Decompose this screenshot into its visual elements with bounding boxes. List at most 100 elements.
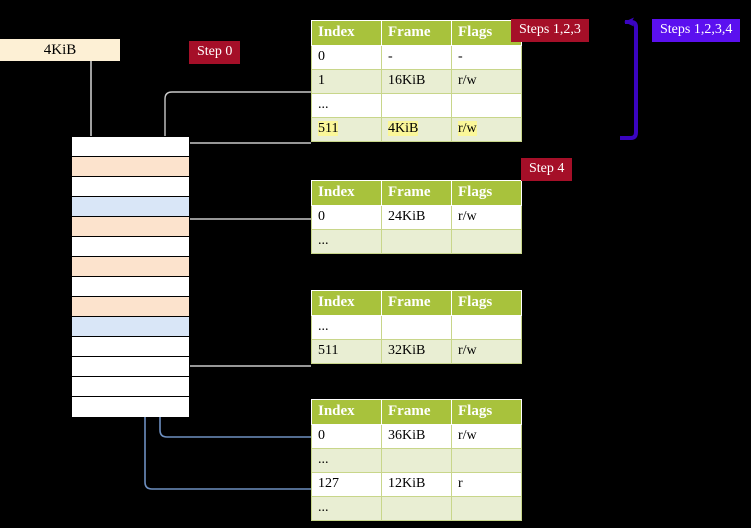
highlighted-value: r/w — [458, 121, 477, 136]
connector-steps-1234-bracket — [620, 17, 638, 140]
table-cell-frame: 24KiB — [381, 205, 452, 230]
memory-frame-row — [72, 377, 189, 397]
badge-step-4: Step 4 — [521, 158, 573, 181]
memory-frame-row — [72, 337, 189, 357]
column-header-index: Index — [311, 290, 382, 316]
memory-frame-row — [72, 317, 189, 337]
table-row: ... — [311, 496, 522, 521]
table-cell-index: 0 — [311, 45, 382, 70]
column-header-frame: Frame — [381, 290, 452, 316]
table-cell-flags: r/w — [451, 69, 522, 94]
highlighted-value: 511 — [318, 121, 339, 136]
table-cell-index: ... — [311, 229, 382, 254]
connector-memory-to-table1 — [176, 142, 311, 157]
table-cell-flags: r — [451, 472, 522, 497]
table-row: 0-- — [311, 45, 522, 70]
column-header-index: Index — [311, 180, 382, 206]
table-cell-flags: r/w — [451, 424, 522, 449]
highlighted-value: 4KiB — [388, 121, 419, 136]
memory-tick — [60, 316, 72, 318]
memory-tick — [60, 246, 72, 248]
table-row: ... — [311, 315, 522, 340]
table-cell-flags: r/w — [451, 205, 522, 230]
table-cell-frame — [381, 93, 452, 118]
column-header-index: Index — [311, 20, 382, 46]
memory-frame-row — [72, 297, 189, 317]
table-cell-index: 127 — [311, 472, 382, 497]
table-cell-frame — [381, 448, 452, 473]
memory-frame-row — [72, 157, 189, 177]
table-row: ... — [311, 448, 522, 473]
physical-memory-column — [71, 136, 190, 417]
column-header-flags: Flags — [451, 290, 522, 316]
table-row: 511 4KiB r/w — [311, 117, 522, 142]
memory-tick — [60, 156, 72, 158]
memory-tick — [60, 136, 72, 138]
table-cell-index: ... — [311, 448, 382, 473]
column-header-flags: Flags — [451, 399, 522, 425]
memory-tick — [60, 176, 72, 178]
table-cell-flags — [451, 229, 522, 254]
table-cell-index: ... — [311, 315, 382, 340]
table-cell-index: 511 — [311, 117, 382, 142]
memory-frame-row — [72, 357, 189, 377]
table-cell-frame: 32KiB — [381, 339, 452, 364]
column-header-frame: Frame — [381, 20, 452, 46]
table-cell-flags — [451, 496, 522, 521]
table-row: ... — [311, 229, 522, 254]
memory-frame-row — [72, 177, 189, 197]
memory-tick — [60, 286, 72, 288]
table-cell-index: ... — [311, 93, 382, 118]
table-cell-flags: r/w — [451, 339, 522, 364]
memory-frame-row — [72, 397, 189, 417]
table-cell-index: 511 — [311, 339, 382, 364]
column-header-index: Index — [311, 399, 382, 425]
table-cell-index: 1 — [311, 69, 382, 94]
connector-table2-to-memory — [182, 308, 311, 367]
memory-frame-row — [72, 237, 189, 257]
table-row: ... — [311, 93, 522, 118]
table-cell-frame — [381, 496, 452, 521]
column-header-flags: Flags — [451, 180, 522, 206]
table-cell-index: 0 — [311, 205, 382, 230]
badge-step-0: Step 0 — [189, 41, 241, 64]
memory-frame-row — [72, 217, 189, 237]
table-cell-frame: 12KiB — [381, 472, 452, 497]
table-cell-frame — [381, 315, 452, 340]
table-cell-frame: 4KiB — [381, 117, 452, 142]
connector-table1-to-memory — [176, 218, 311, 257]
table-cell-flags — [451, 448, 522, 473]
column-header-frame: Frame — [381, 180, 452, 206]
memory-frame-row — [72, 257, 189, 277]
badge-steps-123: Steps 1,2,3 — [511, 19, 589, 42]
kib-box-label: 4KiB — [43, 42, 77, 58]
badge-steps-1234: Steps 1,2,3,4 — [652, 19, 741, 42]
table-cell-frame: 16KiB — [381, 69, 452, 94]
memory-tick — [60, 206, 72, 208]
table-cell-flags — [451, 93, 522, 118]
memory-frame-row — [72, 137, 189, 157]
table-cell-index: 0 — [311, 424, 382, 449]
table-cell-frame: 36KiB — [381, 424, 452, 449]
memory-frame-row — [72, 197, 189, 217]
table-cell-flags: r/w — [451, 117, 522, 142]
table-cell-flags — [451, 315, 522, 340]
memory-frame-row — [72, 277, 189, 297]
column-header-flags: Flags — [451, 20, 522, 46]
table-cell-frame — [381, 229, 452, 254]
table-cell-index: ... — [311, 496, 382, 521]
kib-box: 4KiB — [0, 39, 120, 61]
table-cell-flags: - — [451, 45, 522, 70]
